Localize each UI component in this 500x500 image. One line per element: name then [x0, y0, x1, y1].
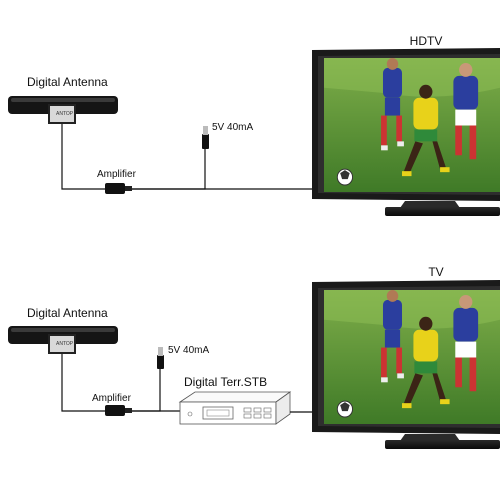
antenna-cable [61, 354, 107, 412]
amplifier-label: Amplifier [97, 169, 137, 180]
antenna-cable [61, 124, 107, 190]
power-label: 5V 40mA [212, 122, 253, 133]
antenna-label: Digital Antenna [27, 306, 108, 320]
usb-plug [157, 355, 164, 369]
hdtv-label: HDTV [410, 34, 443, 48]
stb-label: Digital Terr.STB [184, 375, 267, 389]
amplifier-device [105, 405, 125, 416]
antenna-device [8, 96, 118, 124]
hdtv-television [312, 48, 500, 216]
panel-tv: TV Digital Antenna ANTOP [8, 265, 500, 449]
amplifier-label: Amplifier [92, 393, 132, 404]
power-label: 5V 40mA [168, 345, 209, 356]
antenna-label: Digital Antenna [27, 75, 108, 89]
tv-label: TV [428, 265, 443, 279]
tv-screen-image [324, 290, 500, 424]
hdtv-screen-image [324, 58, 500, 192]
antenna-brand: ANTOP [56, 111, 74, 117]
usb-connector [158, 347, 163, 356]
antenna-device [8, 326, 118, 354]
usb-power-cable [132, 148, 206, 190]
set-top-box [178, 391, 292, 425]
hdtv-stand [385, 207, 500, 216]
tv-stand [385, 440, 500, 449]
panel-hdtv: HDTV Digital Antenna ANTOP Amplifier 5V … [8, 34, 500, 216]
amplifier-device [105, 183, 125, 194]
usb-plug [202, 134, 209, 149]
usb-power-cable [132, 368, 161, 412]
usb-connector [203, 126, 208, 135]
tv-television [312, 280, 500, 449]
antenna-brand: ANTOP [56, 341, 74, 347]
